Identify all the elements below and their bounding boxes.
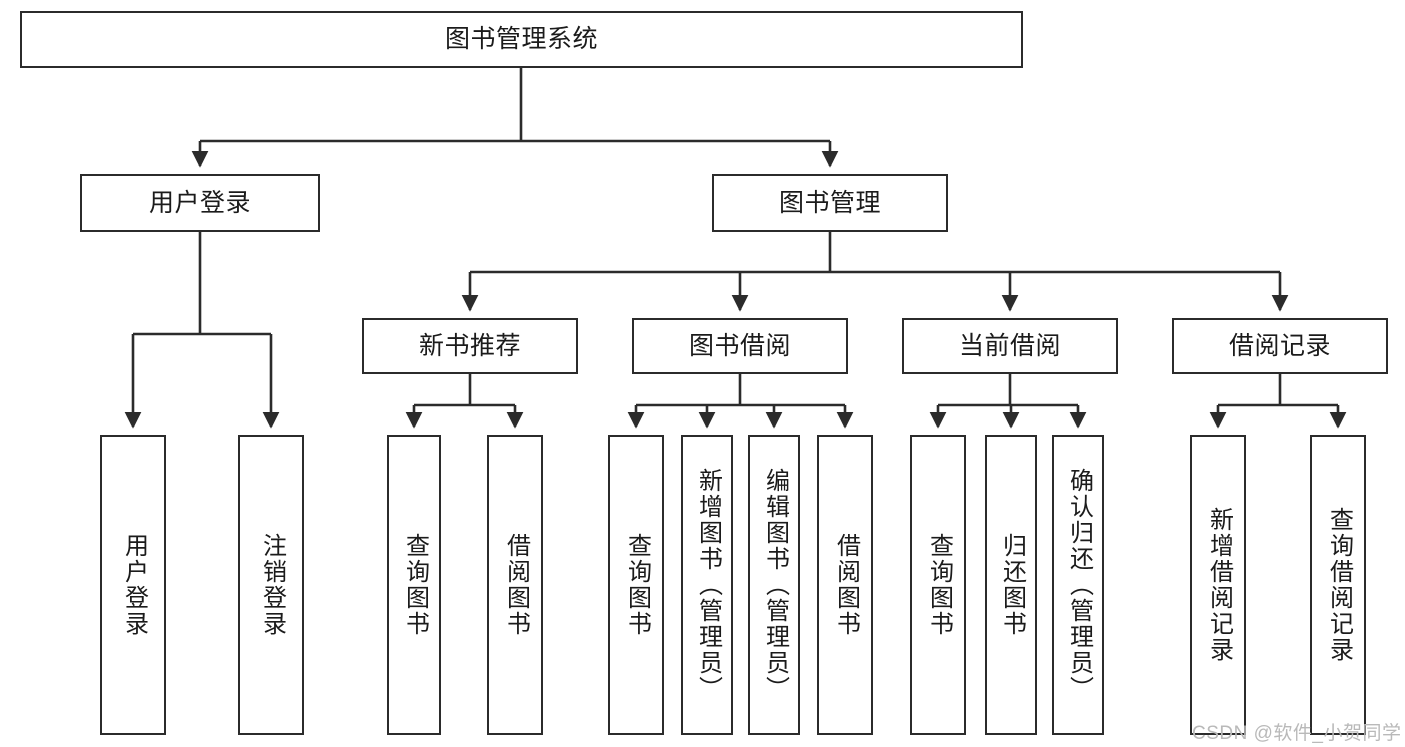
node-new-book-recommend-label: 新书推荐	[418, 331, 521, 360]
leaf-edit-book[interactable]: 编辑图书（管理员）	[748, 435, 800, 735]
leaf-confirm-return-label: 确认归还（管理员）	[1065, 468, 1093, 702]
leaf-return-book[interactable]: 归还图书	[985, 435, 1037, 735]
node-borrow-record[interactable]: 借阅记录	[1172, 318, 1388, 374]
leaf-add-book[interactable]: 新增图书（管理员）	[681, 435, 733, 735]
leaf-user-logout-label: 注销登录	[258, 533, 286, 637]
leaf-query-book-3[interactable]: 查询图书	[910, 435, 966, 735]
leaf-user-login-label: 用户登录	[120, 533, 148, 637]
node-borrow-record-label: 借阅记录	[1228, 331, 1331, 360]
leaf-add-record[interactable]: 新增借阅记录	[1190, 435, 1246, 735]
csdn-watermark: CSDN @软件_小贺同学	[1192, 723, 1402, 744]
node-book-borrow[interactable]: 图书借阅	[632, 318, 848, 374]
node-book-manage[interactable]: 图书管理	[712, 174, 948, 232]
leaf-add-book-label: 新增图书（管理员）	[694, 468, 722, 702]
leaf-query-book-2[interactable]: 查询图书	[608, 435, 664, 735]
leaf-confirm-return[interactable]: 确认归还（管理员）	[1052, 435, 1104, 735]
node-user-login-label: 用户登录	[148, 188, 251, 217]
node-new-book-recommend[interactable]: 新书推荐	[362, 318, 578, 374]
leaf-query-book-1-label: 查询图书	[401, 533, 429, 637]
leaf-query-book-3-label: 查询图书	[925, 533, 953, 637]
leaf-query-book-2-label: 查询图书	[623, 533, 651, 637]
leaf-user-logout[interactable]: 注销登录	[238, 435, 304, 735]
node-current-borrow[interactable]: 当前借阅	[902, 318, 1118, 374]
leaf-query-record[interactable]: 查询借阅记录	[1310, 435, 1366, 735]
leaf-user-login[interactable]: 用户登录	[100, 435, 166, 735]
node-user-login[interactable]: 用户登录	[80, 174, 320, 232]
leaf-return-book-label: 归还图书	[998, 533, 1026, 637]
node-root[interactable]: 图书管理系统	[20, 11, 1023, 68]
leaf-query-record-label: 查询借阅记录	[1325, 507, 1353, 663]
leaf-borrow-book-1-label: 借阅图书	[502, 533, 530, 637]
leaf-borrow-book-2[interactable]: 借阅图书	[817, 435, 873, 735]
node-current-borrow-label: 当前借阅	[958, 331, 1061, 360]
leaf-borrow-book-1[interactable]: 借阅图书	[487, 435, 543, 735]
leaf-query-book-1[interactable]: 查询图书	[387, 435, 441, 735]
node-book-manage-label: 图书管理	[778, 188, 881, 217]
leaf-borrow-book-2-label: 借阅图书	[832, 533, 860, 637]
node-book-borrow-label: 图书借阅	[688, 331, 791, 360]
leaf-add-record-label: 新增借阅记录	[1205, 507, 1233, 663]
node-root-label: 图书管理系统	[444, 25, 598, 53]
leaf-edit-book-label: 编辑图书（管理员）	[761, 468, 789, 702]
